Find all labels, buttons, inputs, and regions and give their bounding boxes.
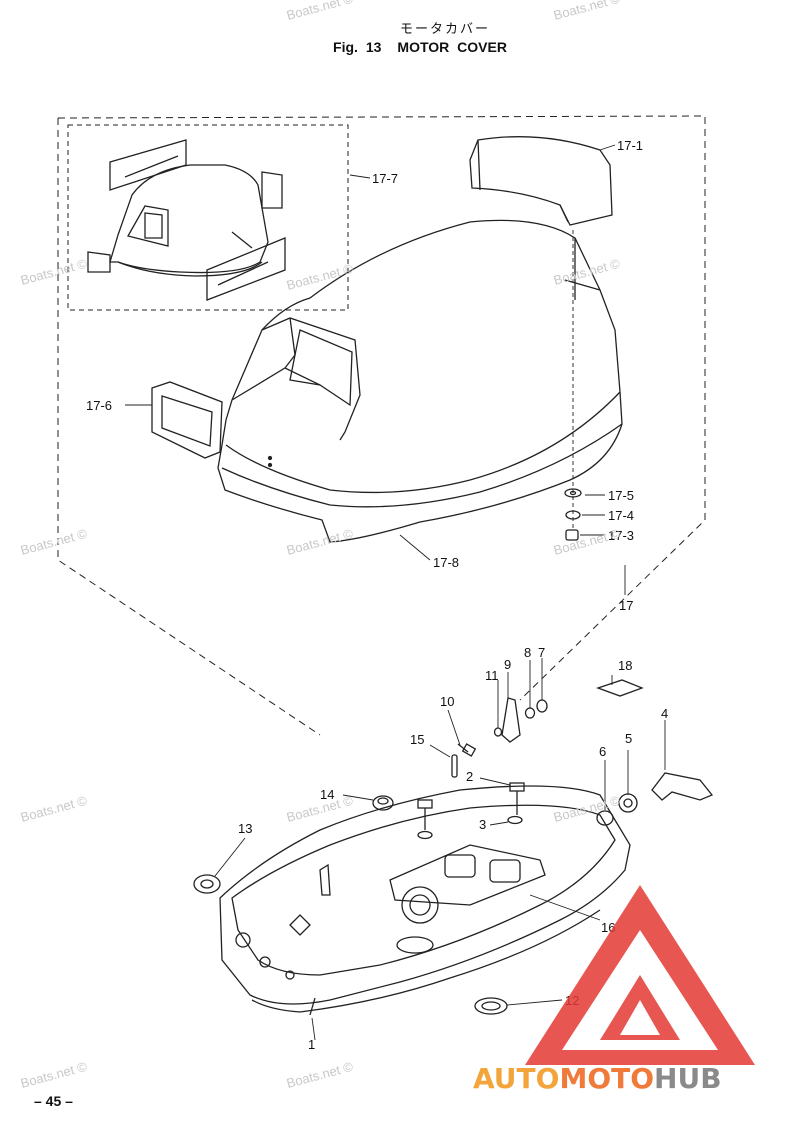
callout-17: 17 (619, 598, 633, 613)
callout-17-4: 17-4 (608, 508, 634, 523)
callout-15: 15 (410, 732, 424, 747)
page-number: – 45 – (34, 1093, 73, 1109)
callout-7: 7 (538, 645, 545, 660)
logo-text-auto: AUTO (473, 1062, 560, 1095)
callout-10: 10 (440, 694, 454, 709)
logo-text-moto: MOTO (559, 1062, 655, 1095)
callout-18: 18 (618, 658, 632, 673)
callout-17-5: 17-5 (608, 488, 634, 503)
callout-17-8: 17-8 (433, 555, 459, 570)
callout-17-3: 17-3 (608, 528, 634, 543)
logo-text-hub: HUB (654, 1062, 722, 1095)
callout-13: 13 (238, 821, 252, 836)
callout-11: 11 (485, 668, 499, 683)
watermark: Boats.net © (19, 1059, 89, 1091)
callout-3: 3 (479, 817, 486, 832)
watermark: Boats.net © (285, 1059, 355, 1091)
callout-14: 14 (320, 787, 334, 802)
watermark: Boats.net © (552, 0, 622, 23)
callout-6: 6 (599, 744, 606, 759)
inset-cowl-drawing (87, 139, 286, 301)
lower-pan-drawing (219, 785, 631, 1016)
figure-number: Fig. 13 (333, 39, 382, 55)
logo-triangle (525, 885, 755, 1065)
leader-lines (125, 144, 666, 1041)
watermark: Boats.net © (285, 526, 355, 558)
title-japanese: モータカバー (399, 22, 490, 37)
watermark: Boats.net © (19, 526, 89, 558)
main-cowl-drawing (151, 136, 623, 543)
title-block: モータカバー Fig. 13 MOTOR COVER (0, 18, 800, 55)
callout-labels: 17-1 17-7 17-6 17-5 17-4 17-3 17-8 17 18… (86, 138, 668, 1052)
callout-4: 4 (661, 706, 668, 721)
callout-9: 9 (504, 657, 511, 672)
watermark: Boats.net © (552, 256, 622, 288)
figure-name: MOTOR COVER (397, 39, 507, 55)
watermark: Boats.net © (285, 261, 355, 293)
callout-2: 2 (466, 769, 473, 784)
inset-box-17-7 (67, 124, 349, 311)
callout-1: 1 (308, 1037, 315, 1052)
automotohub-logo: AUTOMOTOHUB (473, 1062, 722, 1095)
callout-5: 5 (625, 731, 632, 746)
hardware-parts (193, 679, 714, 1015)
figure-title: Fig. 13 MOTOR COVER (40, 39, 800, 55)
watermark: Boats.net © (552, 526, 622, 558)
watermark: Boats.net © (19, 793, 89, 825)
watermark: Boats.net © (19, 256, 89, 288)
watermark: Boats.net © (552, 793, 622, 825)
assembly-outline-17 (57, 115, 706, 736)
callout-17-1: 17-1 (617, 138, 643, 153)
callout-17-6: 17-6 (86, 398, 112, 413)
callout-8: 8 (524, 645, 531, 660)
callout-17-7: 17-7 (372, 171, 398, 186)
watermark: Boats.net © (285, 0, 355, 23)
